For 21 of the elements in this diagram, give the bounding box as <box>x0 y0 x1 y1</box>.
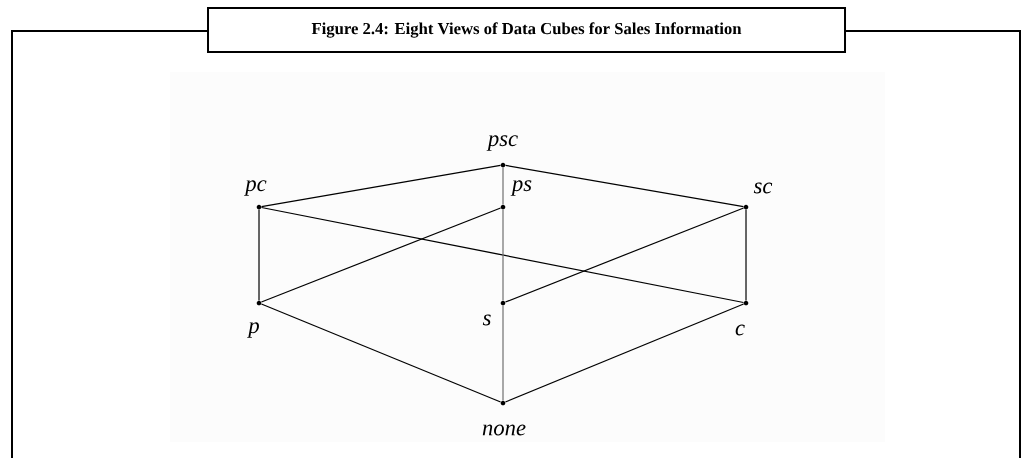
title-box: Figure 2.4: Eight Views of Data Cubes for Sales Information <box>207 7 846 53</box>
vertex-label: pc <box>243 180 267 196</box>
vertex-label: c <box>735 324 745 336</box>
edge-line <box>260 303 502 403</box>
edge-line <box>260 207 502 303</box>
vertex-label: ps <box>510 180 532 196</box>
edge-line <box>502 167 504 205</box>
vertex-label: sc <box>753 182 773 194</box>
edge-line <box>504 303 745 403</box>
edge-line <box>502 305 504 401</box>
edge-line <box>745 209 747 301</box>
vertex-label: s <box>482 314 491 326</box>
edge-line <box>260 206 745 304</box>
edge-line <box>258 209 260 301</box>
vertex-label: p <box>247 322 259 338</box>
edge-line <box>504 164 745 208</box>
vertex-label: psc <box>486 135 518 151</box>
edge-line <box>504 207 745 303</box>
edge-line <box>260 164 502 208</box>
vertex-label: none <box>482 424 526 436</box>
edge-line <box>502 209 504 301</box>
